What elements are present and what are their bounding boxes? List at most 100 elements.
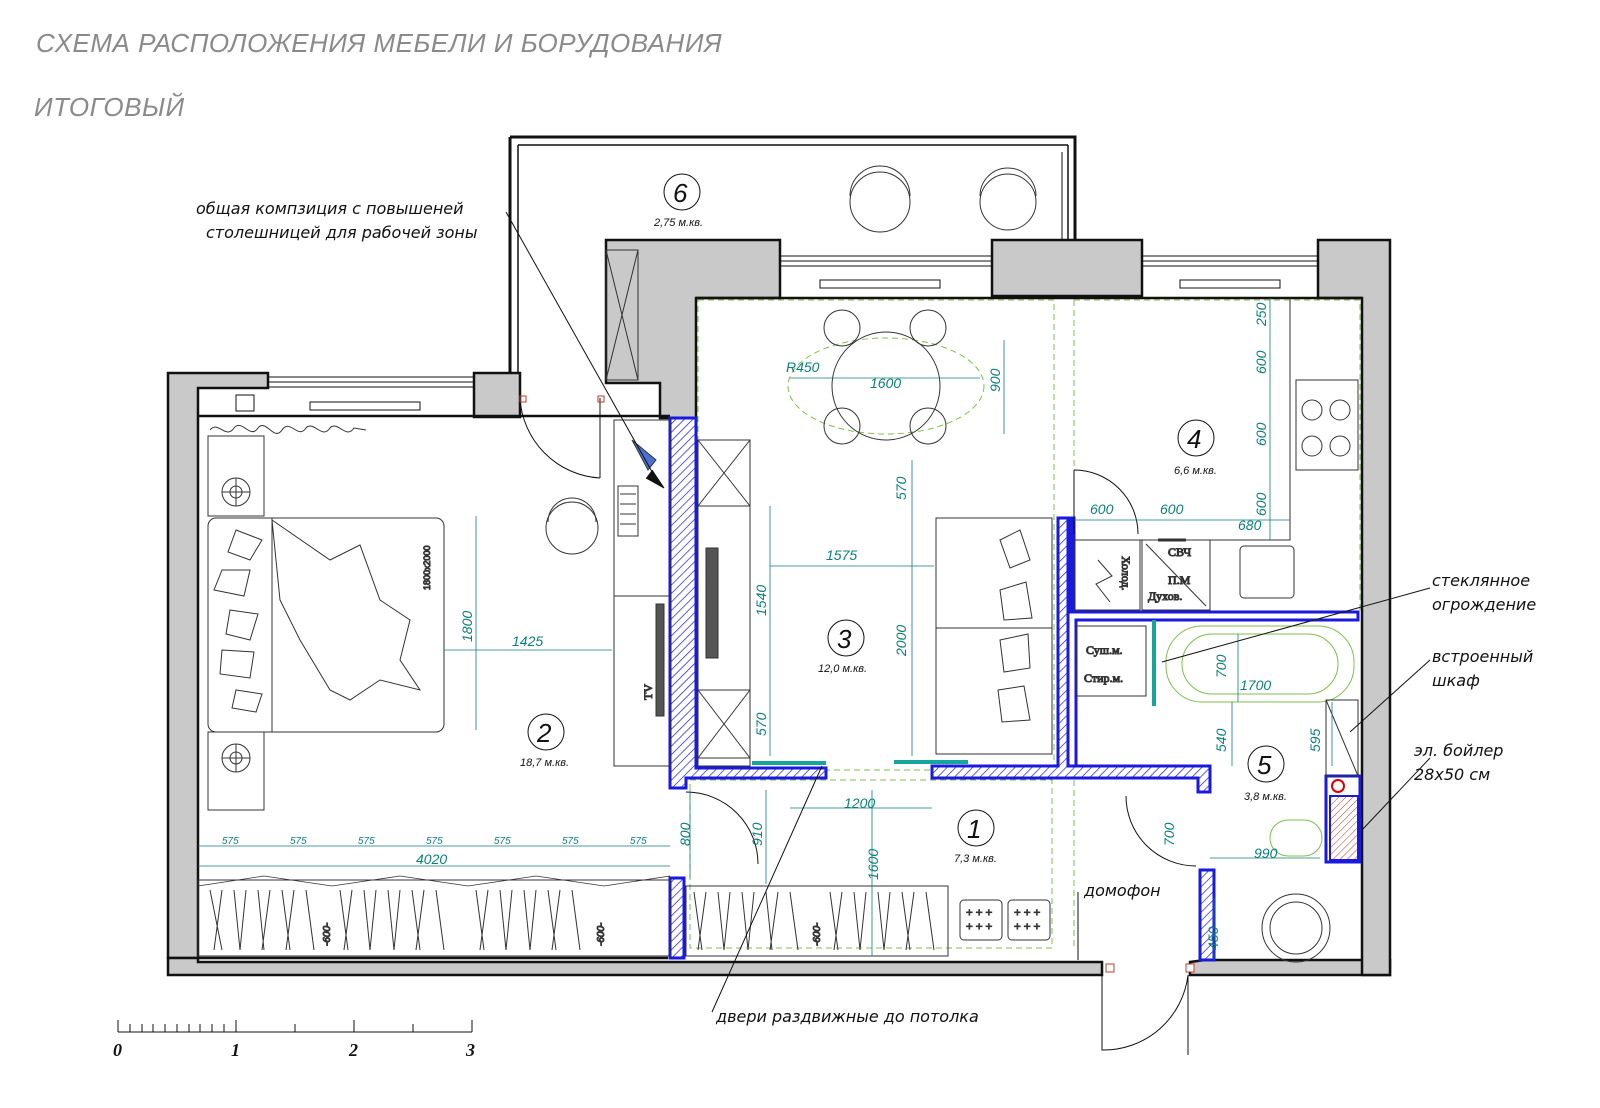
dim-990: 990 bbox=[1254, 845, 1278, 861]
dim-570-bottom: 570 bbox=[753, 712, 769, 736]
scale-labels: 0 1 2 3 bbox=[113, 1040, 475, 1060]
svg-text:2,75 м.кв.: 2,75 м.кв. bbox=[653, 217, 703, 229]
bed-size-label: 1800x2000 bbox=[422, 545, 432, 590]
doors bbox=[519, 395, 1197, 1055]
dimension-lines bbox=[198, 298, 1333, 960]
scale-label-3: 3 bbox=[465, 1040, 475, 1060]
scale-label-1: 1 bbox=[231, 1040, 240, 1060]
dim-450: 450 bbox=[1205, 926, 1221, 950]
dishwasher-label: П.М bbox=[1168, 573, 1191, 587]
glass-note-line1: стеклянное bbox=[1432, 571, 1530, 590]
fridge-label: Холод. bbox=[1119, 556, 1133, 591]
wall-bottom-left bbox=[166, 956, 1104, 977]
svg-text:7,3 м.кв.: 7,3 м.кв. bbox=[954, 853, 997, 865]
svg-text:6: 6 bbox=[673, 178, 688, 208]
dim-1800: 1800 bbox=[459, 611, 475, 642]
living-furniture bbox=[697, 309, 1053, 767]
leader-lines bbox=[505, 211, 1431, 1013]
walls bbox=[166, 238, 1392, 977]
dim-570-top: 570 bbox=[893, 476, 909, 500]
dim-595: 595 bbox=[1307, 728, 1323, 752]
dim-900: 900 bbox=[987, 368, 1003, 392]
dim-600-k3: 600 bbox=[1253, 492, 1269, 516]
dining-table bbox=[831, 331, 941, 441]
composition-note-line1: общая компзиция с повышеней bbox=[196, 199, 464, 218]
room-4: 4 6,6 м.кв. bbox=[1174, 419, 1217, 477]
wall-outlines bbox=[198, 296, 1362, 960]
balcony bbox=[508, 135, 1077, 373]
oven-label: Духов. bbox=[1148, 589, 1182, 603]
wall-left bbox=[166, 371, 270, 960]
svg-text:18,7 м.кв.: 18,7 м.кв. bbox=[520, 757, 569, 769]
boiler-note-line1: эл. бойлер bbox=[1414, 741, 1503, 760]
boiler-note-line2: 28x50 см bbox=[1414, 765, 1490, 784]
annotations: общая компзиция с повышеней столешницей … bbox=[196, 199, 1536, 1026]
intercom-note: домофон bbox=[1083, 881, 1161, 900]
dryer-label: Суш.м. bbox=[1086, 643, 1123, 657]
washer-label: Стир.м. bbox=[1084, 671, 1123, 685]
dim-700-door: 700 bbox=[1161, 822, 1177, 846]
wall-pillar-1 bbox=[472, 371, 522, 419]
dim-575-3: 575 bbox=[358, 836, 375, 847]
dim-1575: 1575 bbox=[826, 547, 857, 563]
dim-600-k5: 600 bbox=[1160, 501, 1184, 517]
svg-text:+ + +: + + + bbox=[966, 905, 993, 919]
bed bbox=[207, 517, 445, 733]
scale-label-2: 2 bbox=[348, 1040, 358, 1060]
dim-wardrobe-600-2: -600- bbox=[596, 922, 607, 946]
dim-1540: 1540 bbox=[753, 585, 769, 616]
balcony-furniture bbox=[605, 165, 1037, 381]
dimension-labels: R450 1600 900 570 1575 1540 2000 570 180… bbox=[222, 302, 1323, 950]
accents bbox=[752, 620, 1156, 765]
microwave-label: СВЧ bbox=[1168, 545, 1191, 559]
builtin-note-line1: встроенный bbox=[1432, 647, 1533, 666]
svg-text:1: 1 bbox=[967, 814, 981, 844]
plan-subtitle: ИТОГОВЫЙ bbox=[34, 92, 185, 122]
room-1: 1 7,3 м.кв. bbox=[954, 809, 997, 865]
composition-note-line2: столешницей для рабочей зоны bbox=[206, 223, 477, 242]
dim-575-1: 575 bbox=[222, 836, 239, 847]
dim-wardrobe-600-3: -600- bbox=[812, 922, 823, 946]
svg-text:+ + +: + + + bbox=[1014, 905, 1041, 919]
sliding-doors-note: двери раздвижные до потолка bbox=[715, 1007, 979, 1026]
plan-title: СХЕМА РАСПОЛОЖЕНИЯ МЕБЕЛИ И БОРУДОВАНИЯ bbox=[36, 28, 722, 58]
hall-furniture: -600- + + ++ + + + + ++ + + bbox=[685, 885, 1051, 957]
dim-4020: 4020 bbox=[416, 851, 447, 867]
dim-1200: 1200 bbox=[844, 795, 875, 811]
dim-600-k1: 600 bbox=[1253, 350, 1269, 374]
dining-chairs bbox=[823, 309, 947, 445]
dim-575-2: 575 bbox=[290, 836, 307, 847]
partitions bbox=[668, 416, 1362, 962]
dim-600-k2: 600 bbox=[1253, 422, 1269, 446]
dim-910: 910 bbox=[749, 822, 765, 846]
dim-600-k4: 600 bbox=[1090, 501, 1114, 517]
dim-1600-hall: 1600 bbox=[865, 849, 881, 880]
dim-1600-table: 1600 bbox=[870, 375, 901, 391]
room-3: 3 12,0 м.кв. bbox=[818, 619, 867, 675]
tv-label: TV bbox=[641, 684, 655, 700]
wall-pillar-2 bbox=[990, 238, 1144, 298]
wall-right bbox=[1316, 238, 1392, 977]
svg-text:4: 4 bbox=[1187, 424, 1201, 454]
dim-250: 250 bbox=[1253, 302, 1269, 327]
bedroom-furniture: 1800x2000 TV -600- -600- bbox=[197, 419, 671, 957]
dim-575-6: 575 bbox=[562, 836, 579, 847]
dim-680: 680 bbox=[1238, 517, 1262, 533]
windows bbox=[235, 255, 1319, 412]
dim-r450: R450 bbox=[786, 359, 820, 375]
wall-bottom-right bbox=[1188, 958, 1392, 977]
dining-zone bbox=[787, 337, 985, 435]
scale-bar bbox=[117, 1020, 473, 1033]
scale-label-0: 0 bbox=[113, 1040, 122, 1060]
dim-575-4: 575 bbox=[426, 836, 443, 847]
kitchen-furniture: Холод. СВЧ П.М Духов. bbox=[1073, 298, 1359, 611]
dim-1425: 1425 bbox=[512, 633, 543, 649]
room-labels: 6 2,75 м.кв. 4 6,6 м.кв. 3 12,0 м.кв. 2 … bbox=[520, 173, 1287, 865]
svg-text:+ + +: + + + bbox=[966, 919, 993, 933]
svg-text:3,8 м.кв.: 3,8 м.кв. bbox=[1244, 791, 1287, 803]
dim-700-bath: 700 bbox=[1213, 654, 1229, 678]
svg-text:5: 5 bbox=[1257, 750, 1272, 780]
dim-575-7: 575 bbox=[630, 836, 647, 847]
room-5: 5 3,8 м.кв. bbox=[1244, 745, 1287, 803]
